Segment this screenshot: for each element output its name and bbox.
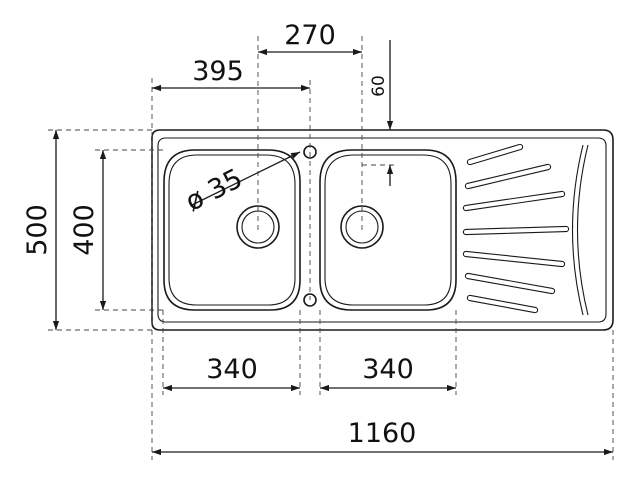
dim-395-label: 395 bbox=[192, 56, 244, 87]
right-drain-outer bbox=[340, 205, 384, 249]
drainer-rib bbox=[462, 190, 566, 212]
drainer-rib bbox=[462, 250, 566, 268]
drainer-end-curve bbox=[571, 144, 584, 316]
dim-270: 270 bbox=[258, 20, 362, 56]
dim-60-label: 60 bbox=[369, 75, 389, 97]
left-bowl bbox=[163, 149, 301, 311]
dim-395: 395 bbox=[152, 56, 310, 92]
dim-340-right: 340 bbox=[320, 354, 456, 392]
sink-inner-rim bbox=[157, 137, 607, 323]
drainer-end-curve-inner bbox=[576, 144, 589, 316]
dim-400-label: 400 bbox=[69, 204, 100, 256]
dim-1160-label: 1160 bbox=[348, 418, 417, 449]
drainer-rib bbox=[466, 294, 539, 314]
dim-diameter: ø 35 bbox=[181, 151, 301, 218]
dim-1160: 1160 bbox=[152, 418, 613, 456]
left-drain-outer bbox=[236, 205, 280, 249]
dim-500: 500 bbox=[22, 130, 60, 330]
tap-hole-bottom bbox=[303, 293, 317, 307]
drainer-rib bbox=[462, 225, 570, 236]
extension-lines bbox=[48, 36, 614, 460]
drainer-rib bbox=[464, 272, 556, 295]
right-bowl bbox=[319, 149, 457, 311]
drainer-ribs bbox=[462, 143, 570, 314]
dim-340-left: 340 bbox=[163, 354, 300, 392]
left-bowl-outer bbox=[163, 149, 301, 311]
dim-diameter-label: ø 35 bbox=[181, 163, 248, 218]
right-bowl-outer bbox=[319, 149, 457, 311]
dim-340-left-label: 340 bbox=[206, 354, 258, 385]
dim-500-label: 500 bbox=[22, 204, 53, 256]
dim-60: 60 bbox=[369, 40, 394, 186]
left-bowl-inner bbox=[168, 154, 296, 306]
drainer-rib bbox=[464, 163, 552, 190]
dim-270-label: 270 bbox=[284, 20, 336, 51]
right-bowl-inner bbox=[324, 154, 452, 306]
drainer-rib bbox=[466, 143, 524, 166]
dim-340-right-label: 340 bbox=[362, 354, 414, 385]
dim-400: 400 bbox=[69, 150, 107, 310]
